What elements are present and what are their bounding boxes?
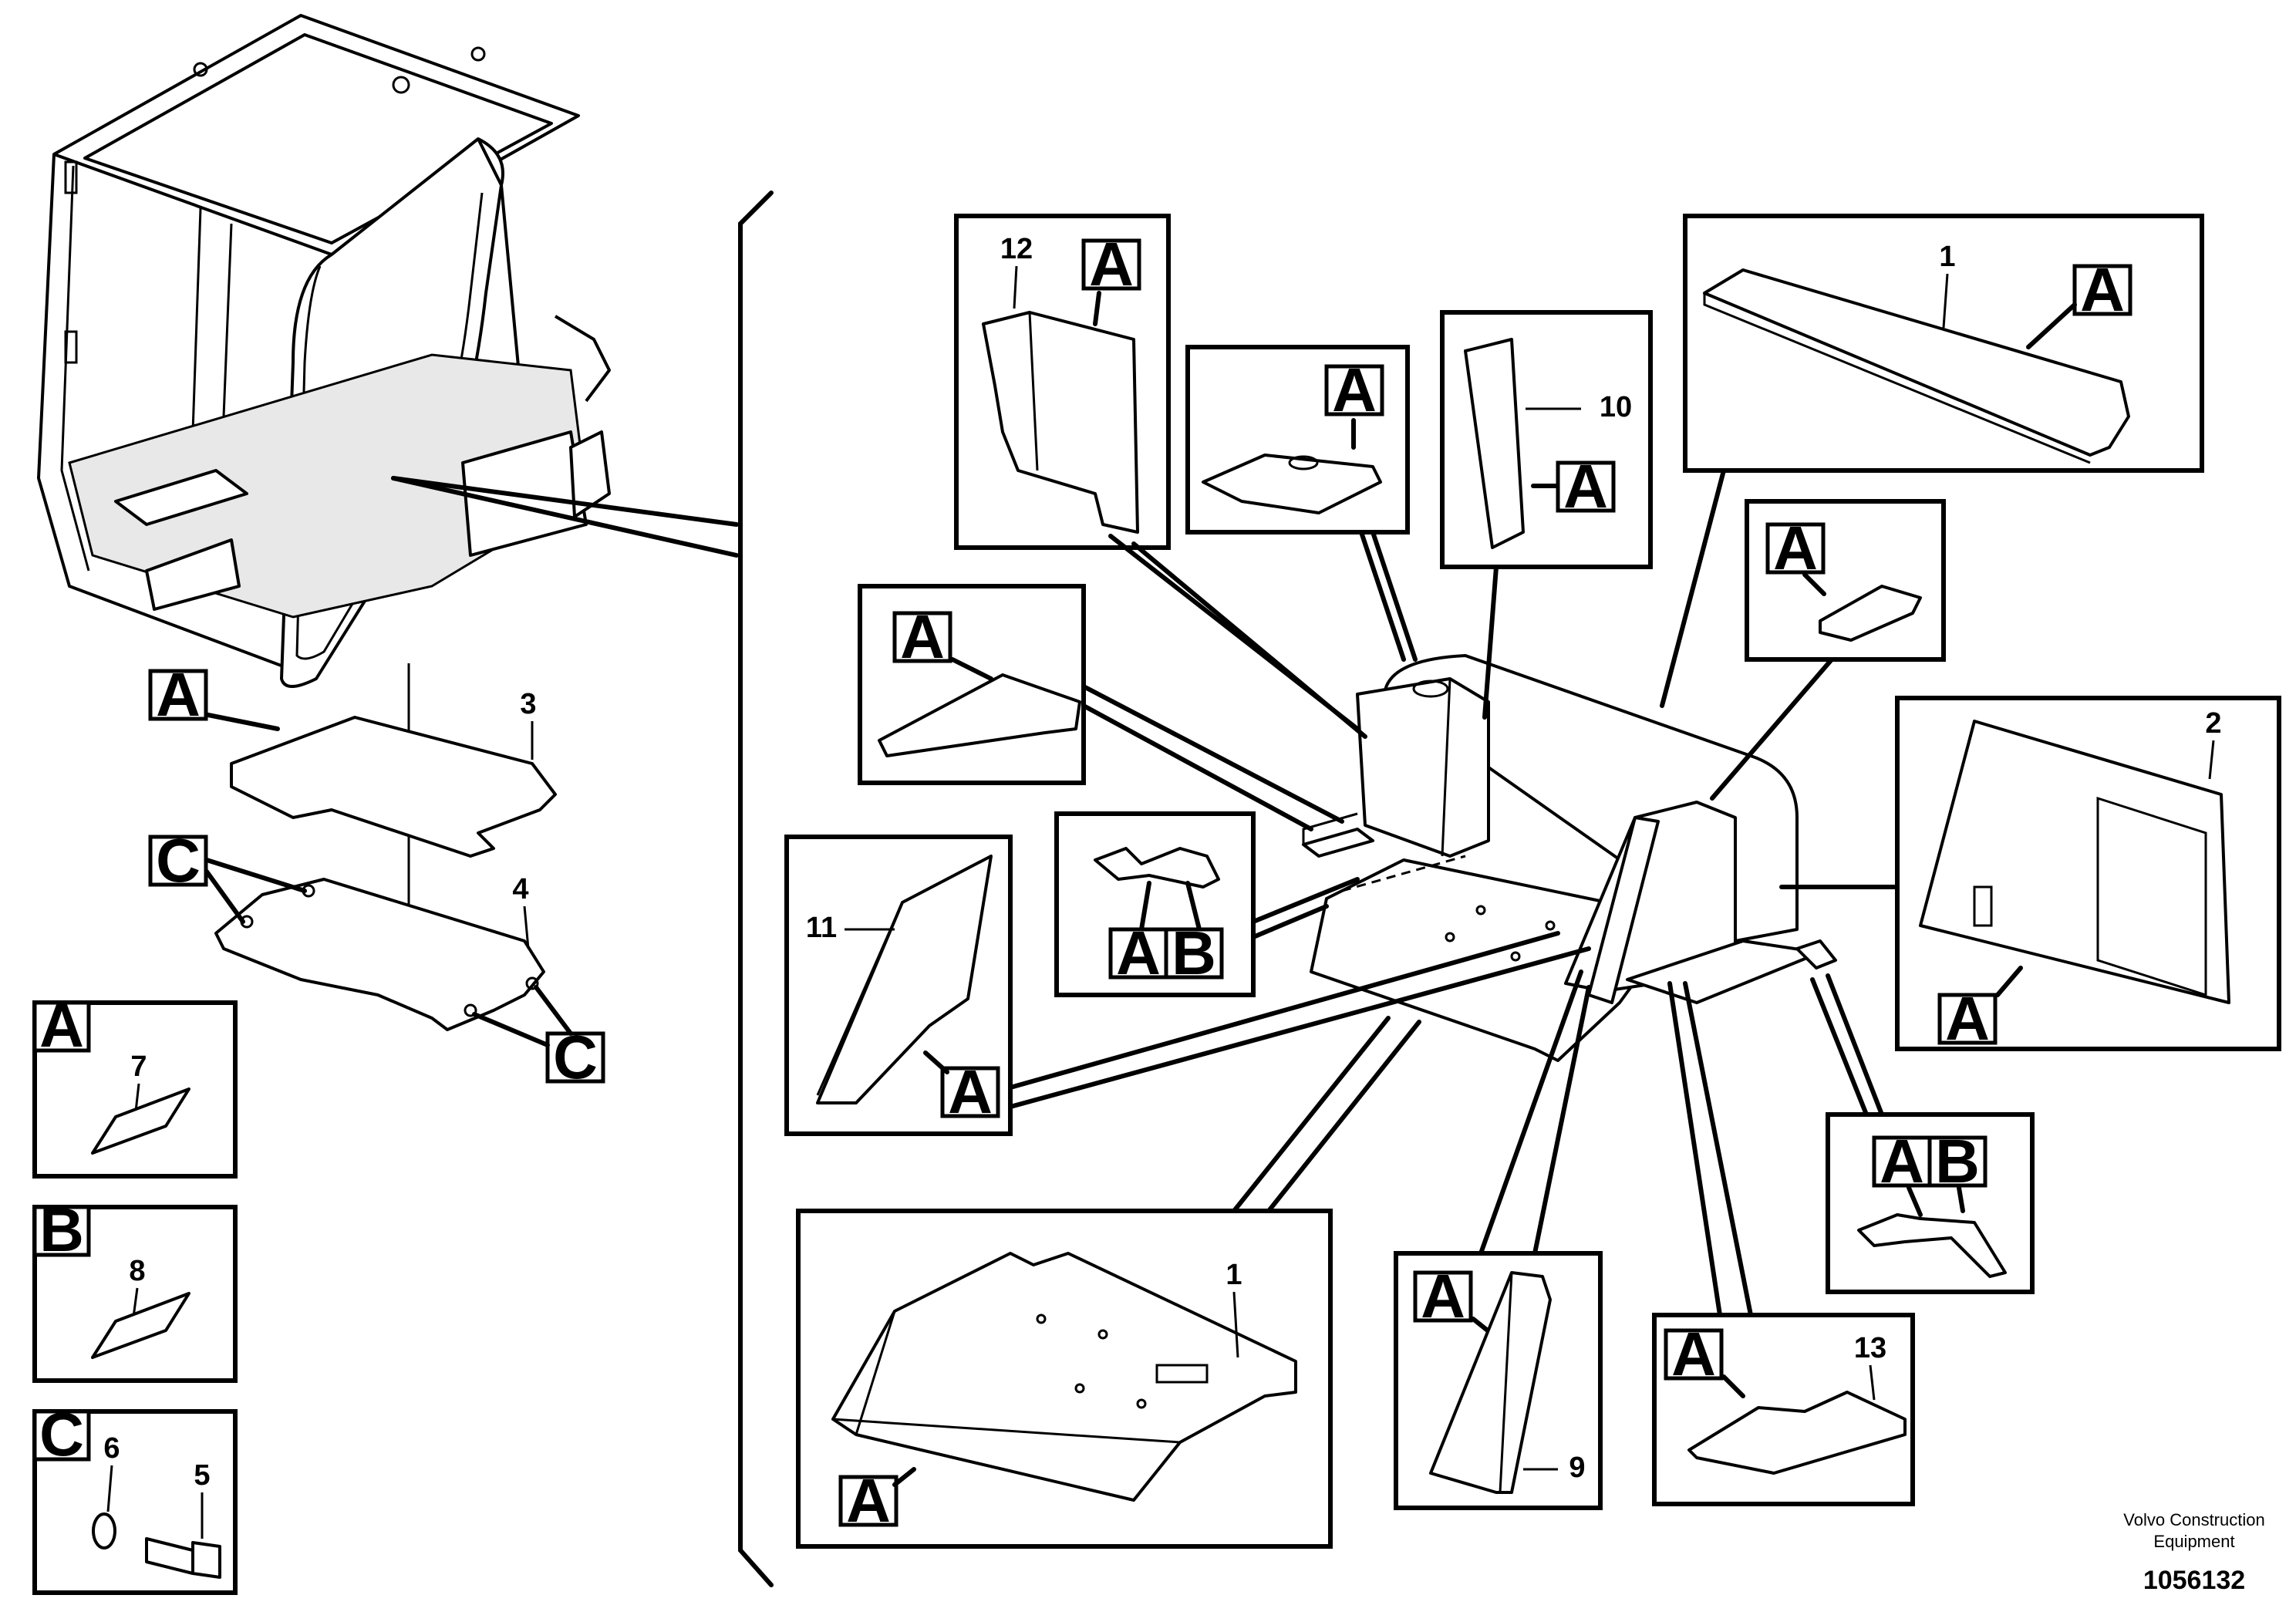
inset-1-top: 1 A [1683, 214, 2204, 473]
label-C-mat4-top: C [148, 826, 208, 895]
inset-9: A 9 [1394, 1251, 1603, 1510]
inset-1-floor: 1 A [796, 1209, 1333, 1549]
svg-text:A: A [1945, 984, 1990, 1053]
svg-text:A: A [1773, 514, 1818, 582]
svg-text:A: A [156, 660, 201, 729]
inset-AB-clip-right: A B [1826, 1112, 2035, 1294]
svg-text:A: A [846, 1466, 891, 1535]
svg-text:A: A [1116, 919, 1161, 987]
callout-10: 10 [1600, 391, 1632, 423]
inset-AB-clip-left: A B [1054, 811, 1256, 997]
svg-text:A: A [1332, 356, 1377, 424]
publisher-line1: Volvo Construction [2123, 1510, 2264, 1529]
svg-text:A: A [1563, 452, 1608, 521]
svg-text:A: A [900, 602, 945, 671]
inset-12: 12 A [954, 214, 1171, 550]
callout-7: 7 [130, 1050, 147, 1083]
callout-12: 12 [1000, 233, 1033, 265]
label-A-mat3: A [148, 660, 208, 729]
group-bracket [738, 191, 774, 1587]
inset-A-small: A [1745, 499, 1946, 662]
cab-frame-illustration [37, 14, 739, 688]
callout-1-top: 1 [1939, 241, 1955, 273]
callout-13: 13 [1854, 1332, 1886, 1364]
label-C-mat4-bottom: C [545, 1023, 605, 1091]
svg-text:A: A [1880, 1127, 1924, 1195]
inset-2: 2 A [1895, 696, 2281, 1053]
callout-8: 8 [129, 1255, 145, 1287]
callout-4: 4 [512, 873, 528, 905]
svg-text:A: A [948, 1057, 993, 1126]
console-assembly [1302, 654, 1837, 1062]
callout-1-floor: 1 [1226, 1259, 1242, 1291]
legend-box-B: B 8 [32, 1195, 238, 1383]
inset-A-pad: A [1185, 345, 1410, 534]
inset-13: A 13 [1652, 1313, 1915, 1506]
svg-text:C: C [156, 826, 201, 895]
svg-text:A: A [1671, 1320, 1716, 1388]
inset-10: 10 A [1440, 310, 1653, 569]
floor-mat-4 [214, 878, 545, 1031]
floor-mat-3 [230, 716, 557, 858]
publisher-line2: Equipment [2153, 1532, 2234, 1551]
callout-11: 11 [806, 912, 837, 944]
svg-text:A: A [1089, 230, 1134, 298]
svg-text:C: C [553, 1023, 598, 1091]
svg-text:B: B [1172, 919, 1216, 987]
svg-text:A: A [1421, 1262, 1465, 1330]
callout-5: 5 [194, 1459, 210, 1492]
callout-6: 6 [103, 1432, 120, 1465]
callout-2: 2 [2205, 707, 2221, 740]
legend-box-C: C 6 5 [32, 1400, 238, 1595]
svg-text:C: C [39, 1400, 84, 1469]
svg-text:B: B [39, 1195, 84, 1264]
inset-11: 11 A [784, 835, 1013, 1136]
legend-box-A: A 7 [32, 991, 238, 1179]
svg-text:A: A [2080, 255, 2125, 324]
callout-3: 3 [520, 688, 536, 720]
callout-9: 9 [1569, 1452, 1585, 1484]
inset-A-wedge: A [858, 584, 1086, 785]
svg-text:B: B [1935, 1127, 1980, 1195]
svg-text:A: A [39, 991, 84, 1060]
figure-number: 1056132 [2143, 1566, 2245, 1595]
